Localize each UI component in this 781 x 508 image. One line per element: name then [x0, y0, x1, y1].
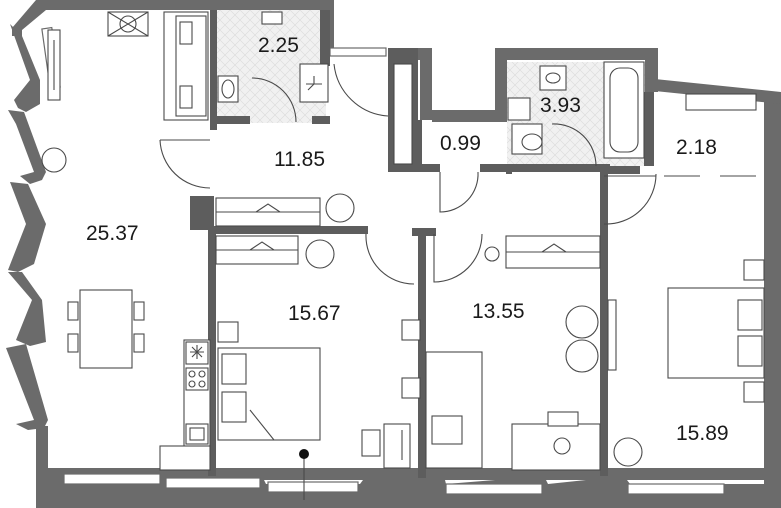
room-area-wardrobe: 2.18: [676, 136, 717, 159]
bath-small-fixtures: [217, 11, 329, 103]
room-area-hall: 11.85: [274, 148, 325, 171]
bedroom-1-furniture: [215, 235, 411, 500]
room-area-bedroom-3: 15.89: [676, 422, 729, 445]
room-area-bedroom-2: 13.55: [472, 300, 525, 323]
interior-walls: [190, 10, 654, 478]
room-area-bath-small: 2.25: [258, 34, 299, 57]
bedroom-3-furniture: [607, 259, 765, 467]
doors: [159, 63, 756, 285]
room-area-bedroom-1: 15.67: [288, 302, 341, 325]
bath-fixtures: [507, 61, 757, 159]
room-labels: 25.37 11.85 2.25 0.99 3.93 2.18 15.67 13…: [86, 34, 729, 445]
hall-wardrobe: [215, 193, 355, 227]
living-furniture: [41, 11, 209, 369]
room-area-living: 25.37: [86, 222, 139, 245]
bedroom-2-furniture: [401, 235, 601, 471]
room-area-bath: 3.93: [540, 94, 581, 117]
kitchen: [159, 339, 211, 471]
room-area-wc: 0.99: [440, 132, 481, 155]
